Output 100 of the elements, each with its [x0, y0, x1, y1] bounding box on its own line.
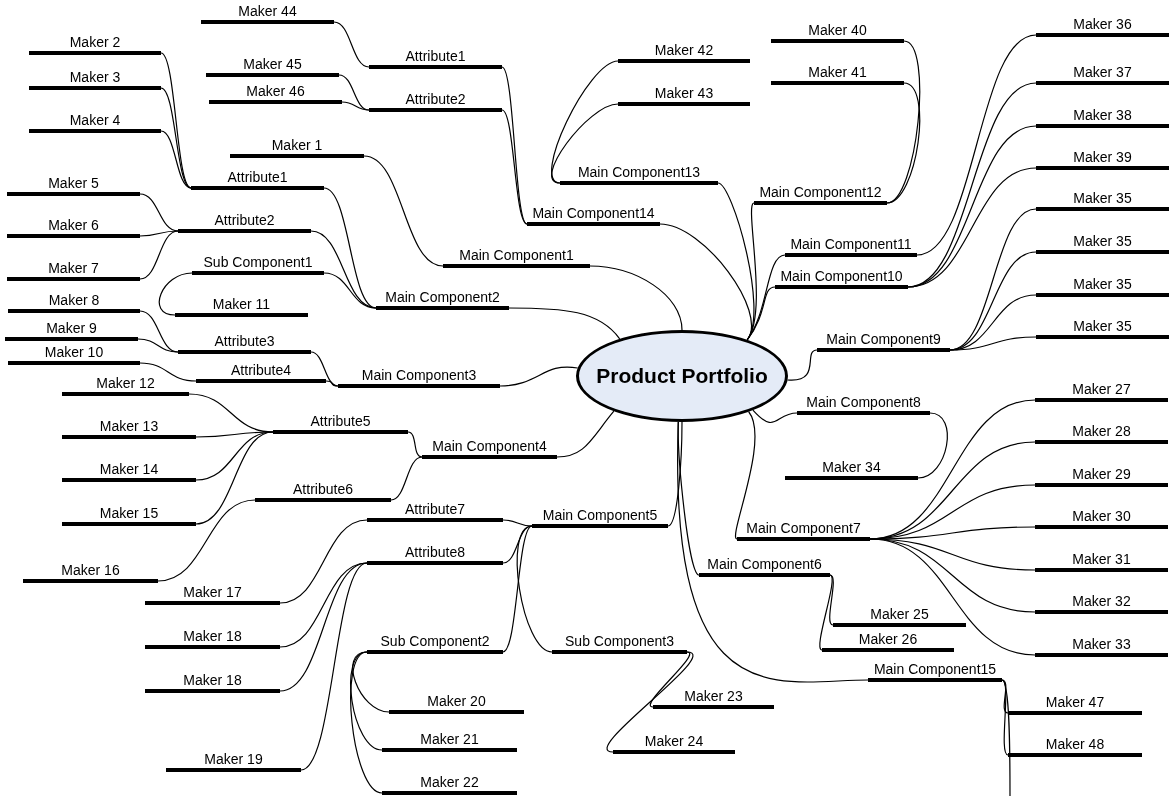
topic-label: Maker 24: [613, 732, 735, 754]
topic-label: Maker 4: [29, 111, 161, 133]
topic-label: Main Component8: [797, 393, 930, 415]
topic-label: Main Component15: [868, 660, 1002, 682]
topic-label: Main Component1: [443, 246, 590, 268]
connector-line: [869, 538, 1036, 656]
topic-label: Maker 48: [1008, 735, 1142, 757]
topic-label: Main Component11: [785, 235, 917, 257]
connector-line: [508, 307, 621, 340]
topic-label: Maker 5: [7, 174, 140, 196]
topic-label: Maker 42: [618, 41, 750, 63]
topic-label: Maker 13: [62, 417, 196, 439]
connector-line: [949, 336, 1037, 351]
topic-label: Maker 33: [1035, 635, 1168, 657]
topic-label: Maker 12: [62, 374, 189, 396]
connector-line: [501, 66, 528, 225]
topic-label: Maker 20: [389, 692, 524, 714]
topic-label: Maker 15: [62, 504, 196, 526]
connector-line: [300, 562, 368, 771]
topic-label: Attribute5: [273, 412, 408, 434]
topic-label: Attribute4: [196, 361, 326, 383]
topic-label: Maker 10: [8, 343, 140, 365]
topic-label: Maker 39: [1036, 148, 1169, 170]
topic-label: Main Component6: [699, 555, 830, 577]
connector-line: [516, 525, 553, 653]
connector-line: [325, 380, 339, 387]
topic-label: Maker 23: [653, 687, 774, 709]
topic-label: Maker 35: [1036, 232, 1169, 254]
topic-label: Main Component3: [338, 366, 500, 388]
topic-label: Maker 47: [1008, 693, 1142, 715]
topic-label: Attribute6: [255, 480, 391, 502]
topic-label: Main Component5: [532, 506, 668, 528]
topic-label: Maker 7: [7, 259, 140, 281]
connector-line: [1001, 679, 1009, 756]
topic-label: Maker 6: [7, 216, 140, 238]
topic-label: Maker 40: [771, 21, 904, 43]
connector-line: [917, 412, 948, 479]
connector-line: [752, 409, 798, 424]
connector-line: [556, 410, 615, 458]
topic-label: Maker 22: [382, 773, 517, 795]
connector-line: [350, 651, 383, 794]
connector-line: [907, 167, 1037, 288]
connector-line: [333, 21, 370, 68]
central-topic-ellipse: Product Portfolio: [576, 330, 788, 422]
topic-label: Attribute1: [191, 168, 324, 190]
connector-line: [158, 272, 193, 316]
topic-label: Maker 3: [29, 68, 161, 90]
topic-label: Maker 45: [206, 55, 339, 77]
connector-line: [139, 230, 179, 280]
connector-line: [157, 499, 256, 582]
connector-line: [589, 265, 683, 331]
connector-line: [195, 431, 274, 525]
connector-line: [160, 87, 192, 189]
connector-line: [341, 101, 370, 111]
connector-line: [279, 562, 368, 692]
topic-label: Maker 18: [145, 671, 280, 693]
connector-line: [787, 349, 818, 381]
topic-label: Sub Component1: [192, 253, 324, 275]
connector-line: [1001, 679, 1009, 714]
connector-line: [501, 109, 528, 225]
connector-line: [390, 456, 423, 501]
connector-line: [746, 254, 786, 341]
topic-label: Maker 14: [62, 460, 196, 482]
connector-line: [819, 574, 833, 651]
connector-line: [659, 223, 752, 341]
topic-label: Attribute8: [367, 543, 503, 565]
connector-line: [734, 411, 756, 540]
topic-label: Attribute3: [178, 332, 311, 354]
topic-label: Maker 17: [145, 583, 280, 605]
connector-line: [886, 82, 921, 204]
connector-line: [160, 130, 192, 189]
topic-label: Maker 35: [1036, 275, 1169, 297]
topic-label: Maker 46: [209, 82, 342, 104]
topic-label: Main Component10: [775, 267, 908, 289]
topic-label: Attribute2: [369, 90, 502, 112]
topic-label: Attribute1: [369, 47, 502, 69]
connector-line: [551, 60, 619, 184]
topic-label: Maker 9: [5, 319, 138, 341]
topic-label: Maker 2: [29, 33, 161, 55]
connector-line: [139, 193, 179, 232]
topic-label: Maker 29: [1035, 465, 1168, 487]
topic-label: Maker 32: [1035, 592, 1168, 614]
topic-label: Main Component12: [754, 183, 887, 205]
connector-line: [350, 651, 383, 751]
connector-line: [279, 519, 368, 604]
connector-line: [829, 574, 834, 626]
topic-label: Main Component13: [560, 163, 718, 185]
topic-label: Maker 16: [23, 561, 158, 583]
topic-label: Maker 25: [833, 605, 966, 627]
connector-line: [649, 651, 691, 708]
topic-label: Maker 43: [618, 84, 750, 106]
connector-line: [407, 431, 423, 458]
connector-line: [195, 431, 274, 481]
connector-line: [499, 366, 579, 387]
topic-label: Maker 44: [201, 2, 334, 24]
connector-line: [502, 525, 533, 653]
topic-label: Maker 1: [230, 136, 364, 158]
connector-line: [551, 103, 619, 184]
connector-line: [606, 651, 694, 753]
topic-label: Maker 41: [771, 63, 904, 85]
